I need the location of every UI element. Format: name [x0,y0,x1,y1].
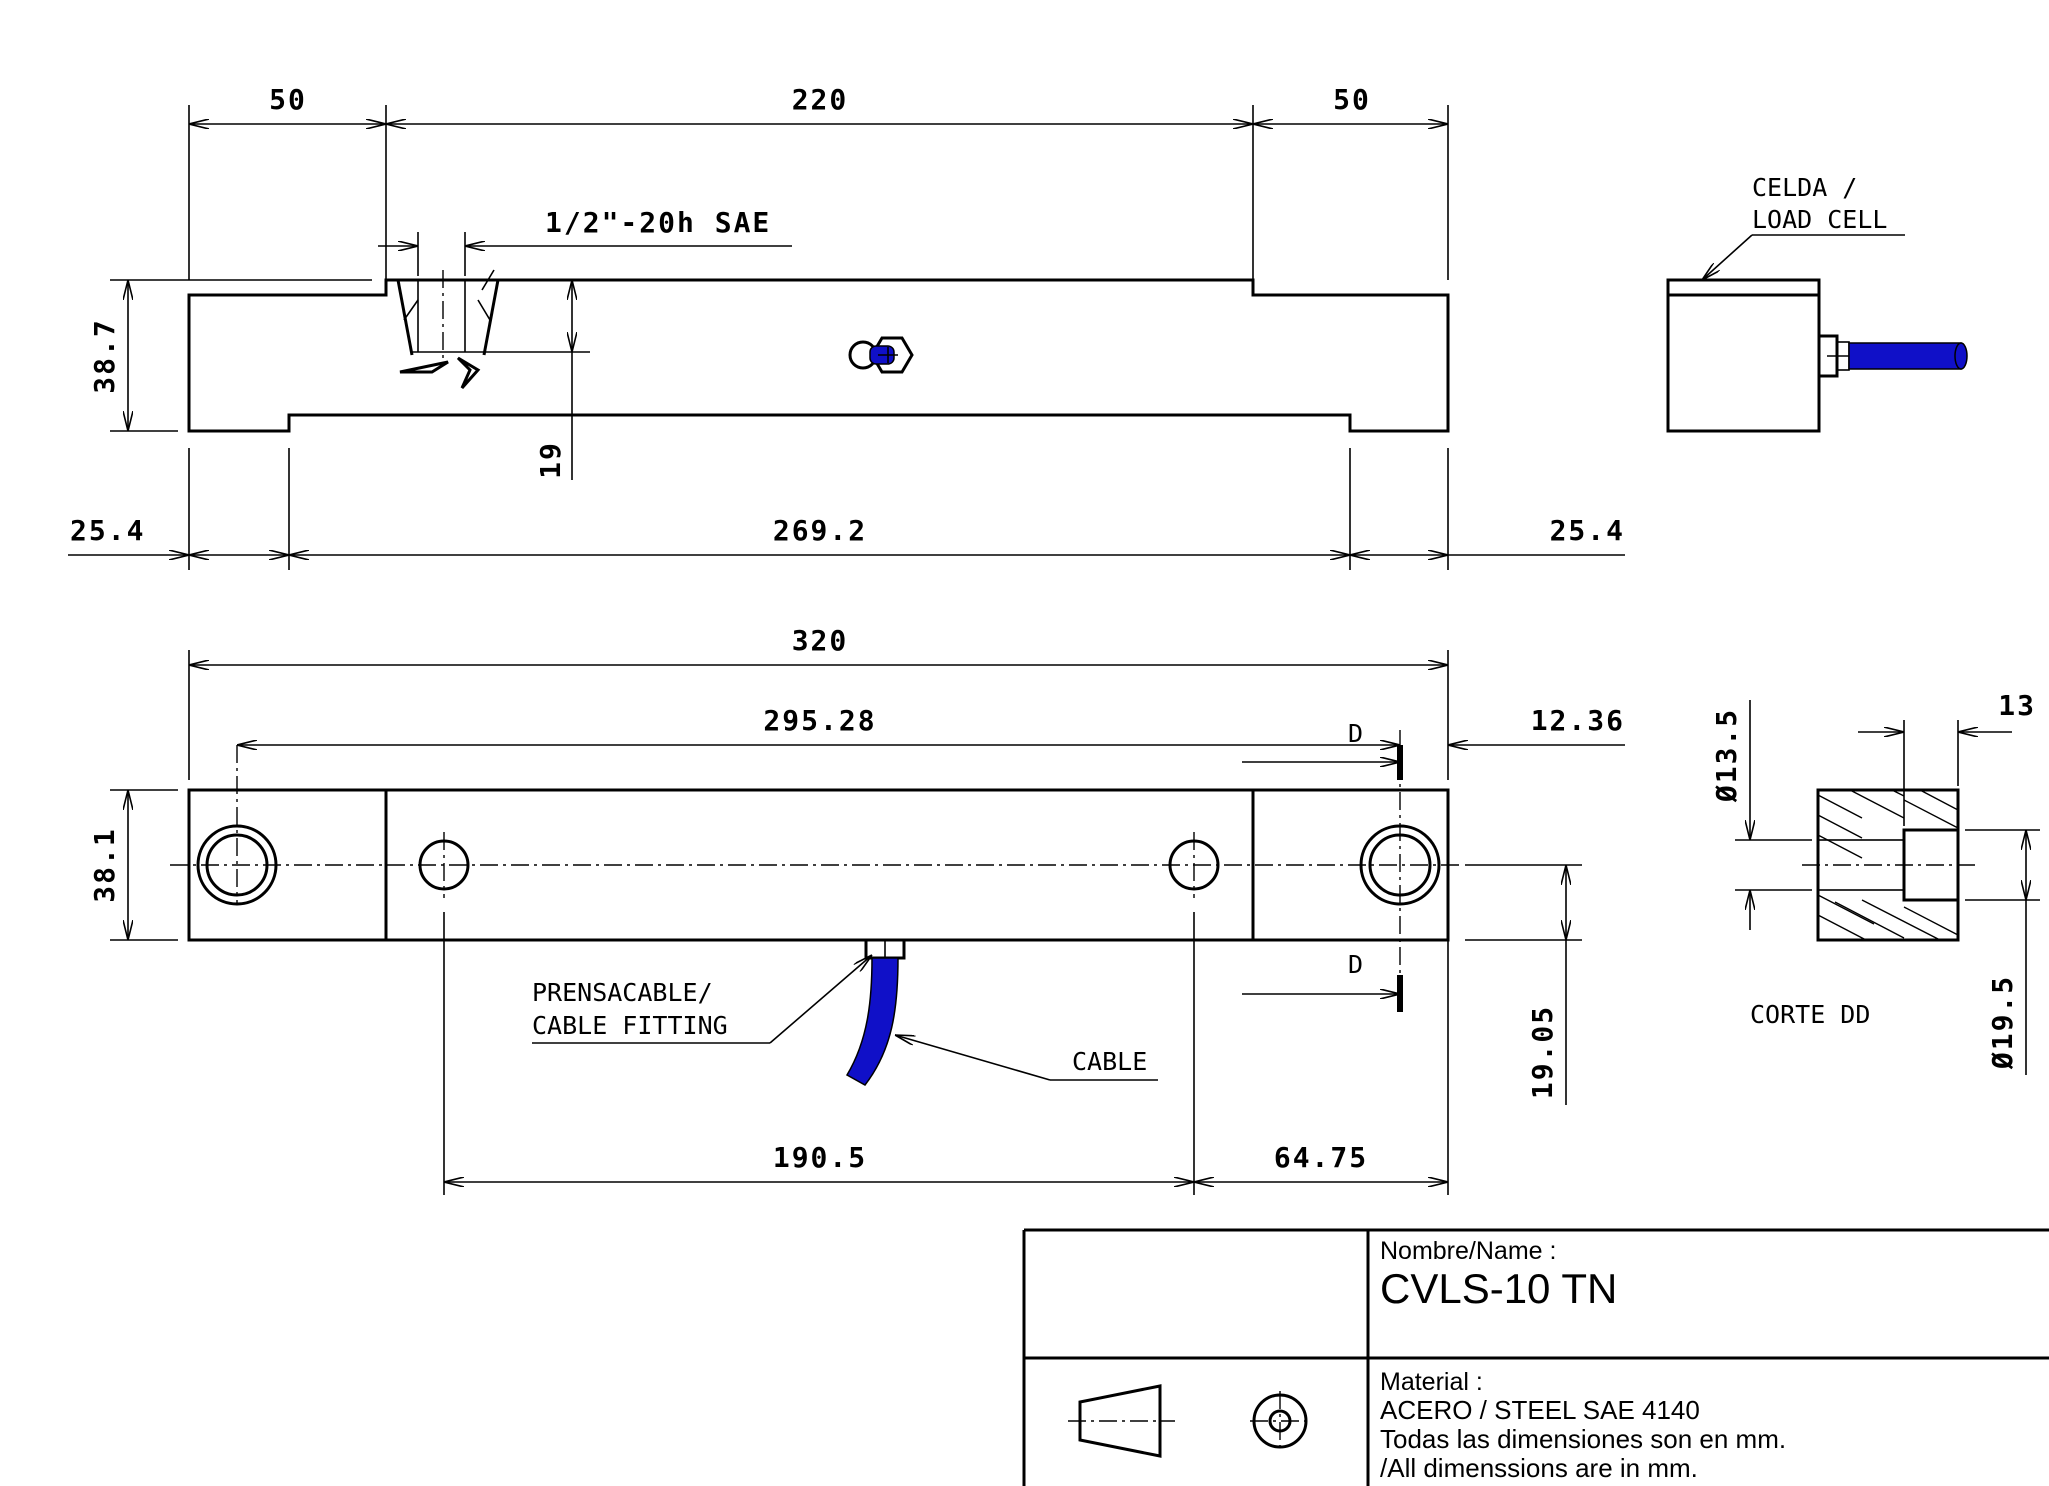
front-view-outline [187,278,1450,433]
section-hatching [1817,789,1959,941]
dim-hole-edge-offset: 12.36 [1531,704,1625,737]
title-note-es: Todas las dimensiones son en mm. [1380,1424,1786,1454]
front-view: 50 220 50 1/2"-20h SAE 38.7 19 25.4 269.… [68,83,1625,570]
dim-hole-span: 295.28 [763,704,876,737]
dim-overall-length: 320 [792,624,849,657]
dim-bore-small: Ø13.5 [1710,708,1743,803]
title-material-label: Material : [1380,1368,1483,1396]
dim-bottom-left-offset: 25.4 [70,514,145,547]
side-view: CELDA / LOAD CELL [1666,173,1968,433]
dim-bore-large: Ø19.5 [1986,975,2019,1070]
cable-fitting-label-line2: CABLE FITTING [532,1011,728,1040]
section-title: CORTE DD [1750,1000,1870,1029]
dim-bottom-span: 269.2 [773,514,867,547]
title-material-value: ACERO / STEEL SAE 4140 [1380,1395,1700,1425]
title-name-label: Nombre/Name : [1380,1237,1556,1265]
front-extension-lines [110,105,1449,570]
dim-top-right-length: 50 [1333,83,1371,116]
plan-view: D D 320 295.28 12.36 38.1 19.05 190.5 [88,624,1625,1195]
dim-thread-depth: 19 [534,441,567,479]
title-note-en: /All dimenssions are in mm. [1380,1453,1698,1483]
dim-mount-hole-offset: 64.75 [1274,1141,1368,1174]
thread-callout: 1/2"-20h SAE [545,206,771,239]
dim-center-height: 19.05 [1526,1005,1559,1099]
front-cable-fitting [848,336,914,374]
section-mark-top: D [1348,719,1363,748]
dim-mount-hole-span: 190.5 [773,1141,867,1174]
load-cell-label-line2: LOAD CELL [1752,205,1887,234]
dim-height-side: 38.7 [88,318,121,393]
dim-top-middle-length: 220 [792,83,849,116]
title-name-value: CVLS-10 TN [1380,1265,1617,1312]
cable-fitting-label-line1: PRENSACABLE/ [532,978,713,1007]
projection-symbol-icon [1068,1384,1310,1458]
dim-top-left-length: 50 [269,83,307,116]
section-dd: 13 Ø13.5 Ø19.5 CORTE DD [1710,689,2040,1075]
dim-counterbore-depth: 13 [1998,689,2036,722]
threaded-hole [396,269,590,389]
load-cell-label-line1: CELDA / [1752,173,1857,202]
cable-label: CABLE [1072,1047,1147,1076]
section-mark-bottom: D [1348,950,1363,979]
dim-width-plan: 38.1 [88,827,121,902]
dim-bottom-right-offset: 25.4 [1550,514,1625,547]
title-block: Nombre/Name : CVLS-10 TN Material : ACER… [1022,1228,2049,1486]
